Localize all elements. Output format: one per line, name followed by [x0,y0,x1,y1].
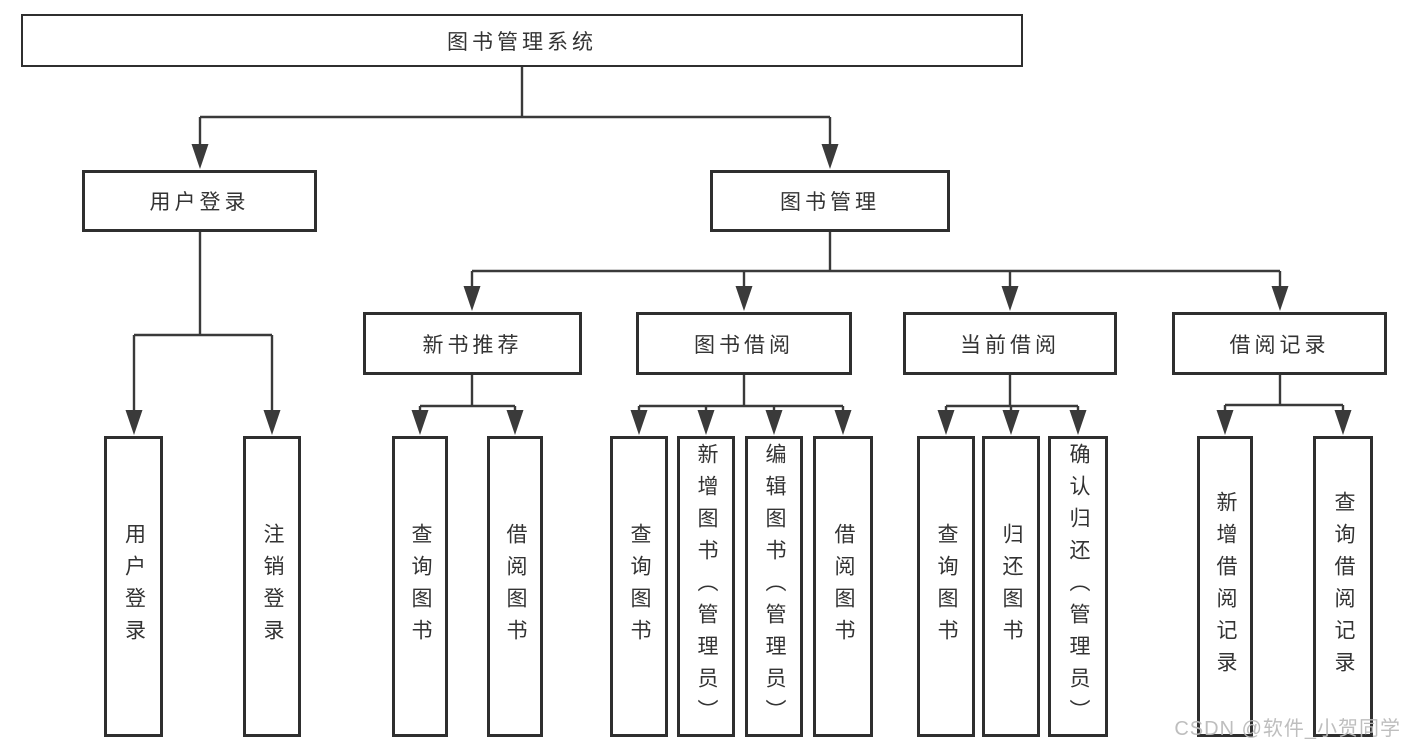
node-new-book-recommend: 新书推荐 [363,312,582,375]
node-book-borrowing: 图书借阅 [636,312,852,375]
node-book-management: 图书管理 [710,170,950,232]
node-current-borrowing-label: 当前借阅 [960,333,1060,357]
leaf-borrowing-borrow-books: 借阅图书 [813,436,873,737]
leaf-return-books-label: 归还图书 [1000,522,1023,651]
leaf-confirm-return-admin: 确认归还（管理员） [1048,436,1108,737]
node-user-login: 用户登录 [82,170,317,232]
leaf-logout-label: 注销登录 [261,522,284,651]
leaf-add-borrow-record-label: 新增借阅记录 [1214,490,1237,683]
leaf-return-books: 归还图书 [982,436,1040,737]
leaf-newbooks-borrow-books: 借阅图书 [487,436,543,737]
leaf-confirm-return-admin-label: 确认归还（管理员） [1067,442,1090,731]
leaf-edit-book-admin: 编辑图书（管理员） [745,436,803,737]
node-new-book-recommend-label: 新书推荐 [422,333,523,357]
leaf-borrowing-borrow-books-label: 借阅图书 [832,522,855,651]
node-root: 图书管理系统 [21,14,1023,67]
leaf-user-login-label: 用户登录 [122,522,146,651]
node-borrowing-records: 借阅记录 [1172,312,1387,375]
node-root-label: 图书管理系统 [447,30,597,54]
leaf-query-borrow-record-label: 查询借阅记录 [1332,490,1355,683]
node-borrowing-records-label: 借阅记录 [1229,333,1330,357]
node-current-borrowing: 当前借阅 [903,312,1117,375]
leaf-newbooks-query-books-label: 查询图书 [409,522,432,651]
csdn-watermark: CSDN @软件_小贺同学 [1174,718,1401,740]
leaf-query-borrow-record: 查询借阅记录 [1313,436,1373,737]
leaf-current-query-books: 查询图书 [917,436,975,737]
leaf-newbooks-borrow-books-label: 借阅图书 [504,522,527,651]
leaf-newbooks-query-books: 查询图书 [392,436,448,737]
leaf-add-borrow-record: 新增借阅记录 [1197,436,1253,737]
leaf-add-book-admin: 新增图书（管理员） [677,436,735,737]
leaf-borrowing-query-books-label: 查询图书 [628,522,651,651]
leaf-user-login: 用户登录 [104,436,163,737]
node-book-borrowing-label: 图书借阅 [694,333,794,357]
node-book-management-label: 图书管理 [780,191,880,214]
node-user-login-label: 用户登录 [149,191,250,214]
leaf-logout: 注销登录 [243,436,301,737]
leaf-current-query-books-label: 查询图书 [935,522,958,651]
leaf-borrowing-query-books: 查询图书 [610,436,668,737]
leaf-add-book-admin-label: 新增图书（管理员） [695,442,718,731]
leaf-edit-book-admin-label: 编辑图书（管理员） [763,442,786,731]
